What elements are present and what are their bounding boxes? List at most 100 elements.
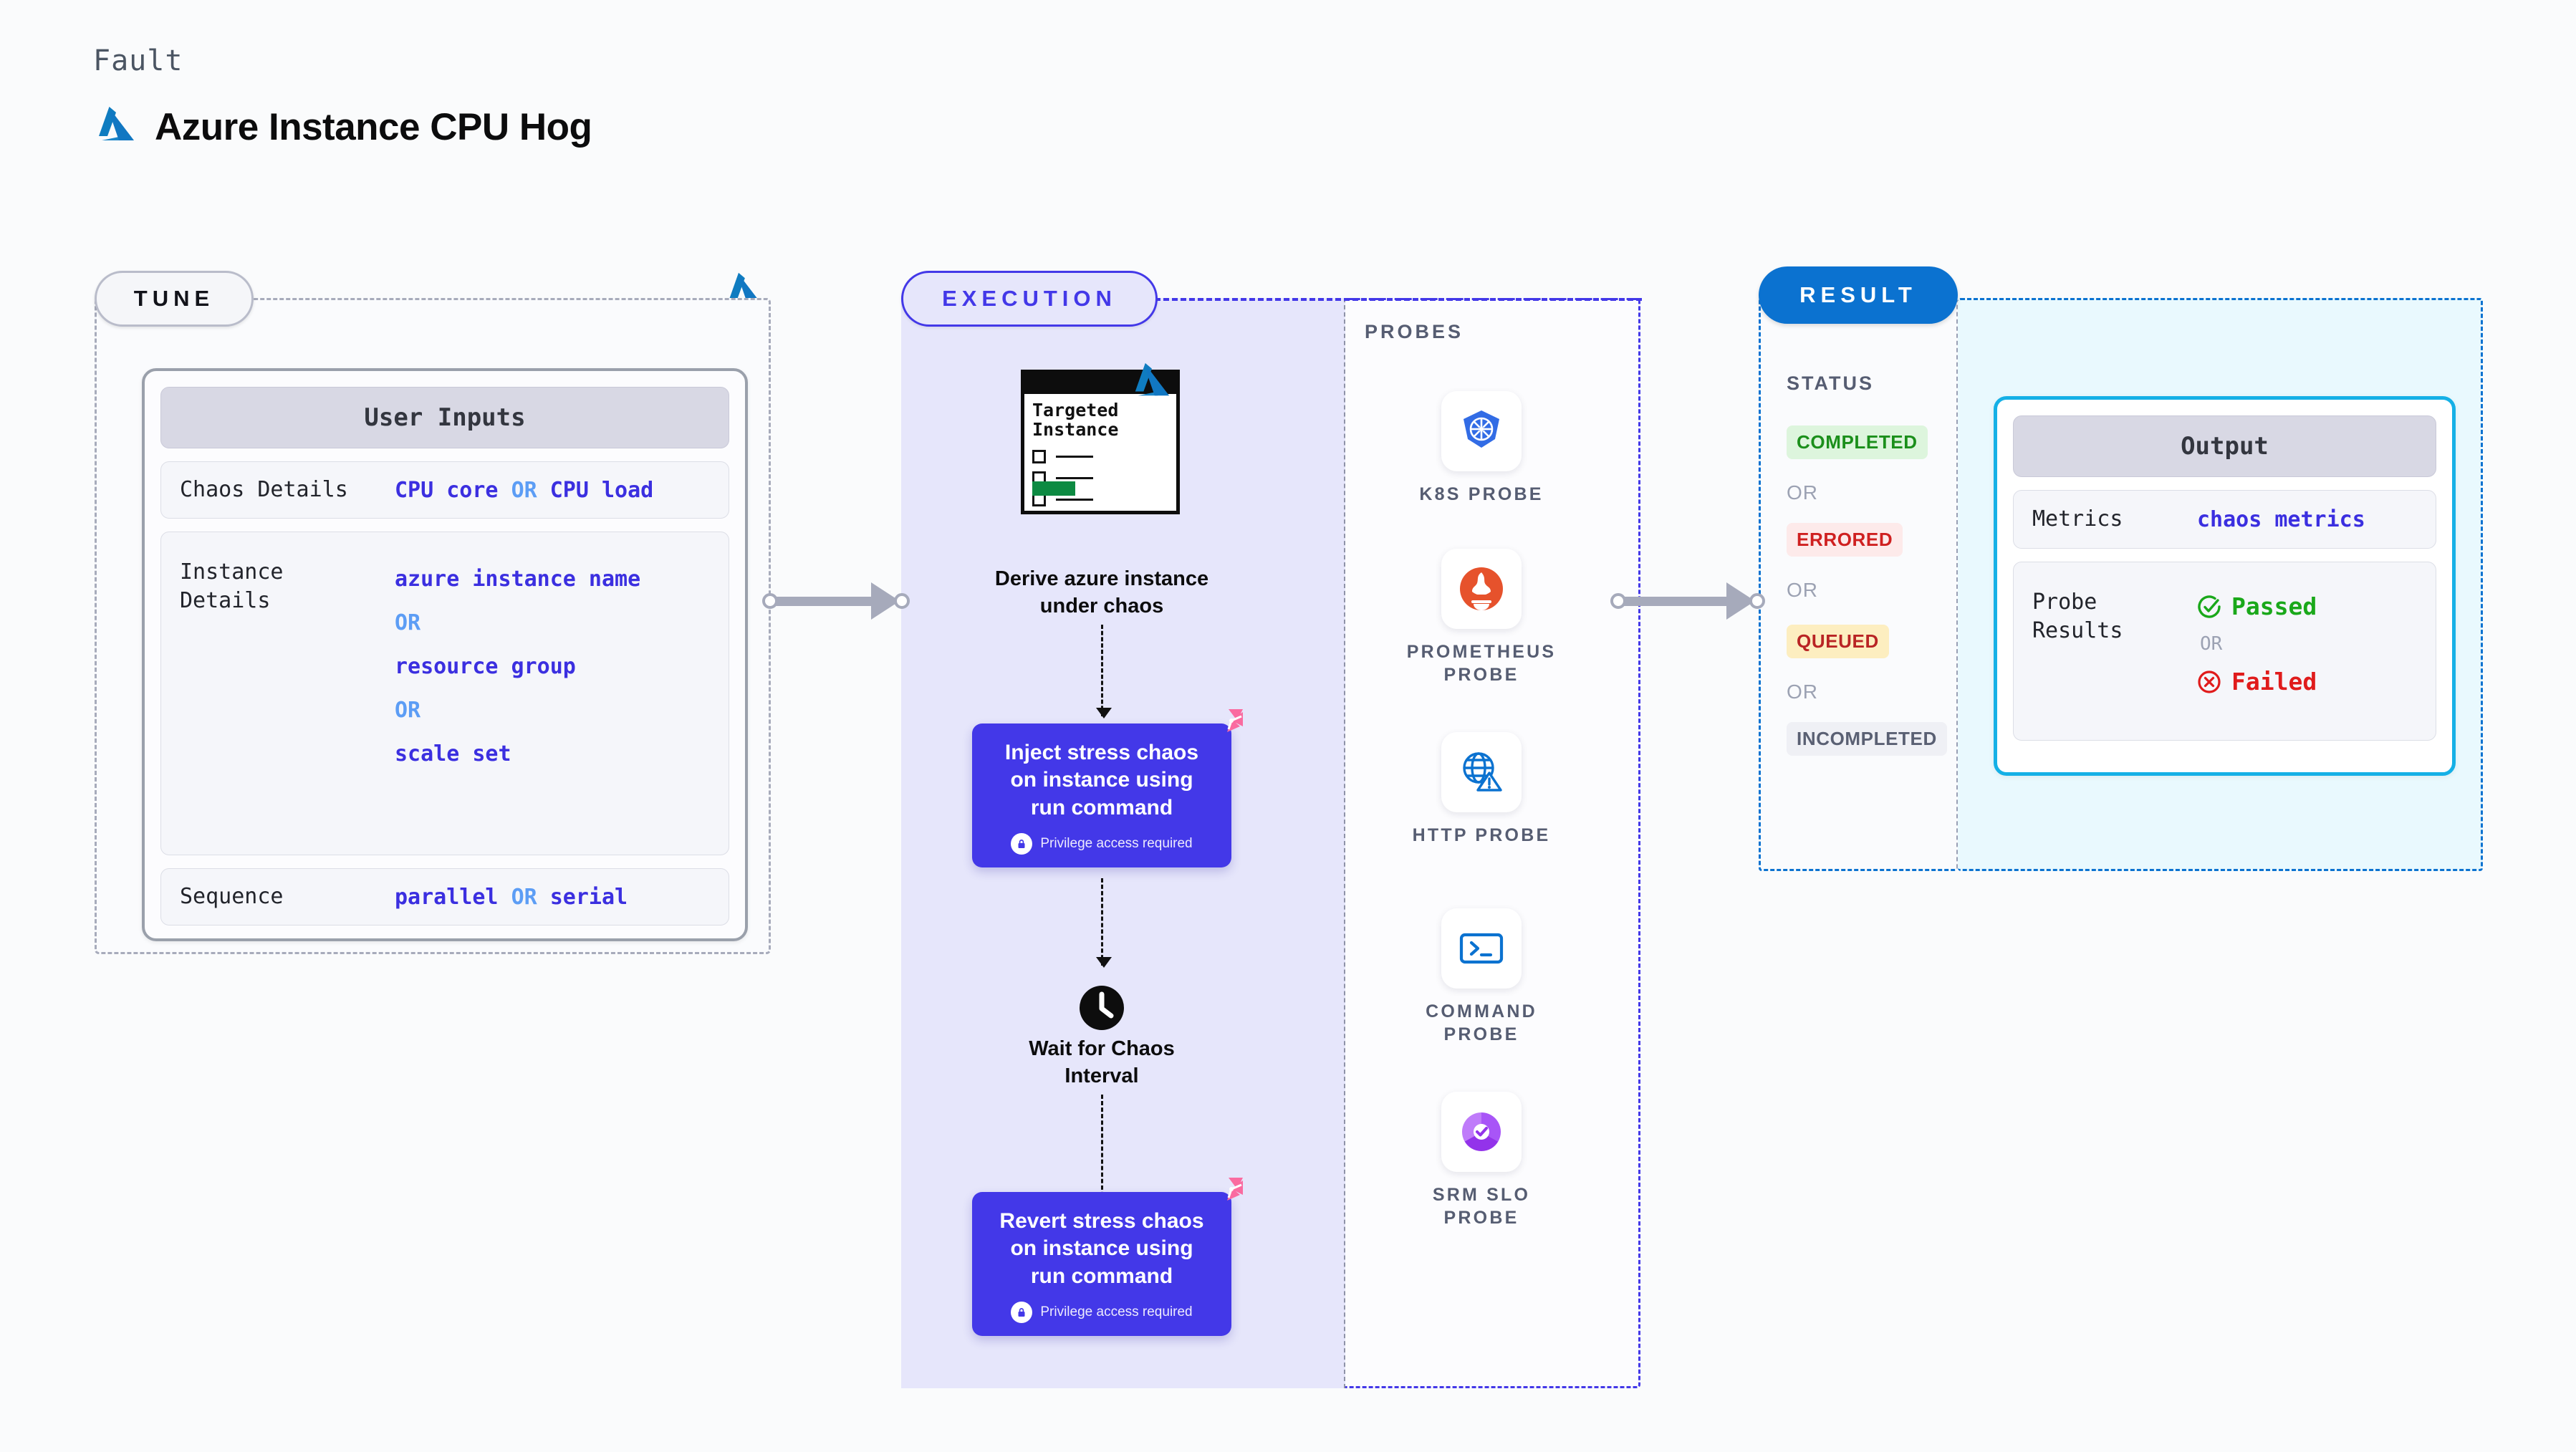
chaos-value-1: CPU core	[395, 477, 499, 503]
instance-value-3: scale set	[395, 741, 511, 766]
user-inputs-title: User Inputs	[160, 387, 729, 448]
result-badge-label: RESULT	[1799, 282, 1917, 307]
instance-label-line2: Details	[180, 587, 271, 613]
status-title: STATUS	[1787, 372, 1874, 394]
srm-slo-donut-check-icon	[1441, 1092, 1522, 1172]
failed-label: Failed	[2231, 668, 2317, 696]
title-row: Azure Instance CPU Hog	[93, 105, 592, 150]
sequence-row: Sequence parallel OR serial	[160, 868, 729, 925]
lock-icon	[1011, 833, 1033, 855]
probe-srm-label-line1: SRM SLO	[1432, 1185, 1531, 1205]
wait-interval-caption: Wait for Chaos Interval	[964, 1036, 1239, 1090]
probe-result-failed: Failed	[2197, 668, 2317, 696]
result-badge[interactable]: RESULT	[1759, 266, 1958, 324]
azure-logo-icon	[1130, 361, 1171, 405]
instance-details-label: Instance Details	[180, 558, 395, 615]
revert-line2: on instance using	[1010, 1236, 1193, 1261]
inject-stress-chaos-box: Inject stress chaos on instance using ru…	[972, 709, 1243, 868]
connector-bar	[1623, 596, 1732, 606]
inject-line2: on instance using	[1010, 768, 1193, 792]
http-globe-warning-icon	[1441, 732, 1522, 812]
instance-value-1: azure instance name	[395, 567, 641, 592]
probe-command[interactable]: COMMAND PROBE	[1406, 908, 1557, 1046]
execution-badge-label: EXECUTION	[942, 286, 1117, 311]
status-incompleted-label: INCOMPLETED	[1797, 728, 1937, 749]
user-inputs-card: User Inputs Chaos Details CPU core OR CP…	[142, 368, 748, 941]
connector-dot-right	[1749, 593, 1765, 609]
probe-srm-slo[interactable]: SRM SLO PROBE	[1406, 1092, 1557, 1229]
connector-dot-right	[894, 593, 910, 609]
connector-tune-to-execution	[762, 582, 910, 620]
status-completed-label: COMPLETED	[1797, 431, 1918, 453]
instance-or-1: OR	[395, 610, 421, 635]
sequence-value-2: serial	[549, 884, 628, 910]
connector-execution-to-result	[1610, 582, 1765, 620]
output-card: Output Metrics chaos metrics Probe Resul…	[1994, 396, 2456, 776]
derive-instance-caption: Derive azure instance under chaos	[964, 566, 1239, 620]
chaos-pinwheel-icon	[1210, 1173, 1247, 1214]
x-circle-icon	[2198, 670, 2221, 693]
status-badge-errored: ERRORED	[1787, 523, 1903, 557]
targeted-instance-document-icon: Targeted Instance	[1021, 362, 1180, 514]
doc-title-line1: Targeted	[1032, 400, 1119, 420]
probe-result-passed: Passed	[2197, 592, 2317, 620]
inject-line3: run command	[1030, 795, 1173, 819]
revert-line1: Revert stress chaos	[999, 1209, 1204, 1233]
probe-prometheus-label-line2: PROBE	[1443, 665, 1519, 685]
sequence-value-1: parallel	[395, 884, 499, 910]
wait-caption-line2: Interval	[1064, 1064, 1139, 1087]
result-status-panel	[1759, 298, 1958, 871]
chaos-details-label: Chaos Details	[180, 477, 348, 503]
wait-caption-line1: Wait for Chaos	[1029, 1037, 1175, 1060]
probe-results-label: Probe Results	[2032, 588, 2197, 645]
page-header: Fault Azure Instance CPU Hog	[93, 44, 592, 150]
azure-logo-icon	[93, 105, 136, 150]
derive-caption-line2: under chaos	[1039, 594, 1164, 617]
connector-dot-left	[762, 593, 778, 609]
output-title: Output	[2013, 415, 2436, 477]
probe-srm-label-line2: PROBE	[1443, 1208, 1519, 1228]
probe-results-label-line1: Probe	[2032, 590, 2097, 615]
instance-value-2: resource group	[395, 654, 576, 679]
revert-privilege-text: Privilege access required	[1040, 1304, 1193, 1320]
probe-k8s[interactable]: K8S PROBE	[1406, 391, 1557, 506]
derive-caption-line1: Derive azure instance	[994, 567, 1209, 590]
status-badge-incompleted: INCOMPLETED	[1787, 722, 1947, 756]
arrow-inject-to-wait	[1096, 878, 1112, 968]
probe-command-label-line1: COMMAND	[1426, 1001, 1537, 1021]
passed-label: Passed	[2231, 592, 2317, 620]
metrics-value: chaos metrics	[2197, 506, 2365, 532]
status-badge-queued: QUEUED	[1787, 625, 1889, 658]
doc-title-line2: Instance	[1032, 418, 1119, 440]
chaos-or: OR	[511, 477, 537, 503]
connector-dot-left	[1610, 593, 1626, 609]
metrics-label: Metrics	[2032, 506, 2123, 532]
metrics-row: Metrics chaos metrics	[2013, 490, 2436, 549]
chaos-value-2: CPU load	[549, 477, 654, 503]
tune-badge[interactable]: TUNE	[95, 271, 254, 327]
status-or-2: OR	[1787, 579, 1818, 601]
probe-command-label-line2: PROBE	[1443, 1024, 1519, 1044]
revert-line3: run command	[1030, 1264, 1173, 1288]
prometheus-icon	[1441, 549, 1522, 629]
status-errored-label: ERRORED	[1797, 529, 1893, 550]
status-queued-label: QUEUED	[1797, 630, 1879, 652]
instance-label-line1: Instance	[180, 559, 284, 585]
probe-http[interactable]: HTTP PROBE	[1406, 732, 1557, 847]
inject-line1: Inject stress chaos	[1004, 741, 1199, 764]
sequence-or: OR	[511, 884, 537, 910]
instance-or-2: OR	[395, 698, 421, 723]
command-terminal-icon	[1441, 908, 1522, 989]
probe-result-or: OR	[2200, 633, 2223, 655]
probe-prometheus-label-line1: PROMETHEUS	[1406, 642, 1557, 662]
fault-kicker: Fault	[93, 44, 183, 77]
chaos-details-row: Chaos Details CPU core OR CPU load	[160, 461, 729, 519]
execution-leader-line	[1155, 298, 1642, 301]
tune-badge-label: TUNE	[133, 286, 215, 311]
chaos-pinwheel-icon	[1210, 705, 1247, 746]
page-title: Azure Instance CPU Hog	[155, 106, 592, 148]
clock-icon	[1078, 984, 1125, 1032]
execution-badge[interactable]: EXECUTION	[901, 271, 1158, 327]
probe-http-label: HTTP PROBE	[1412, 825, 1551, 845]
probe-prometheus[interactable]: PROMETHEUS PROBE	[1406, 549, 1557, 686]
